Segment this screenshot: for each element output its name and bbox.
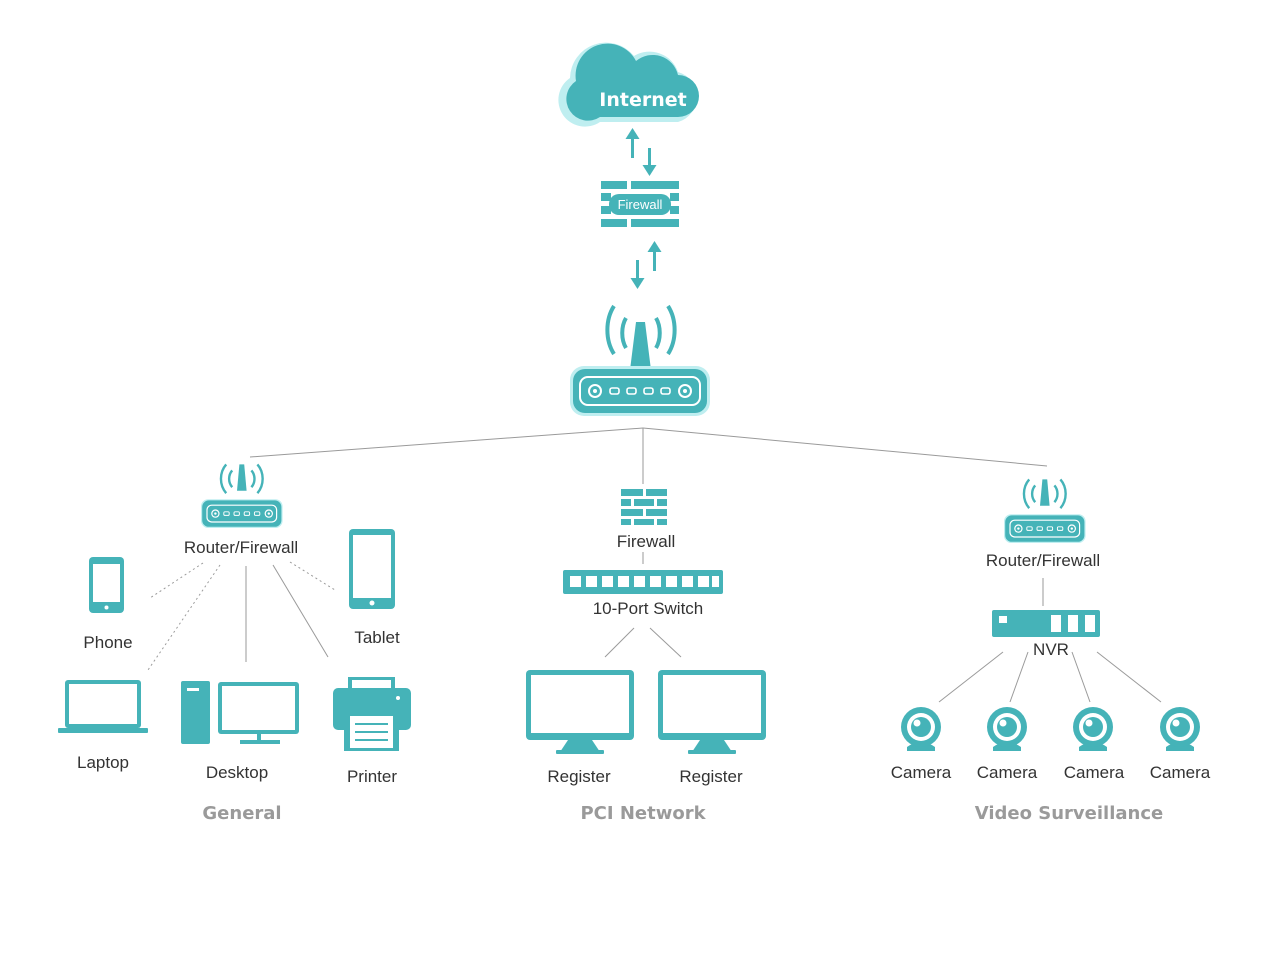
internet-cloud: Internet <box>558 42 699 127</box>
switch-label: 10-Port Switch <box>593 599 704 618</box>
arrows-firewall-router <box>630 241 662 289</box>
general-router-label: Router/Firewall <box>184 538 298 557</box>
switch-icon <box>563 570 723 594</box>
camera-4-icon <box>1160 707 1200 751</box>
general-links <box>147 561 336 671</box>
register-1-label: Register <box>547 767 611 786</box>
phone-label: Phone <box>83 633 132 652</box>
nvr-icon <box>992 610 1100 637</box>
internet-label: Internet <box>599 89 686 111</box>
video-router-label: Router/Firewall <box>986 551 1100 570</box>
arrows-internet-firewall <box>625 128 657 176</box>
printer-label: Printer <box>347 767 397 786</box>
camera-2-label: Camera <box>977 763 1038 782</box>
phone-icon <box>89 557 124 613</box>
general-router-icon <box>199 463 284 530</box>
tablet-label: Tablet <box>354 628 400 647</box>
camera-1-label: Camera <box>891 763 952 782</box>
pci-firewall-icon <box>621 489 667 525</box>
pci-segment-title: PCI Network <box>580 803 706 824</box>
nvr-label: NVR <box>1033 640 1069 659</box>
camera-1-icon <box>901 707 941 751</box>
register-2-icon <box>658 670 766 754</box>
printer-icon <box>333 677 411 751</box>
camera-4-label: Camera <box>1150 763 1211 782</box>
laptop-icon <box>58 680 148 733</box>
register-2-label: Register <box>679 767 743 786</box>
main-router-icon <box>570 304 710 416</box>
desktop-label: Desktop <box>206 763 268 782</box>
top-firewall-label: Firewall <box>618 197 663 212</box>
video-links <box>938 651 1162 703</box>
laptop-label: Laptop <box>77 753 129 772</box>
tablet-icon <box>349 529 395 609</box>
camera-2-icon <box>987 707 1027 751</box>
pci-links <box>604 627 682 658</box>
camera-3-icon <box>1073 707 1113 751</box>
video-router-icon <box>1002 478 1087 545</box>
register-1-icon <box>526 670 634 754</box>
trunk-lines <box>249 427 1048 484</box>
pci-firewall-label: Firewall <box>617 532 676 551</box>
video-segment-title: Video Surveillance <box>975 803 1163 824</box>
desktop-icon <box>181 681 299 744</box>
top-firewall: Firewall <box>601 181 679 227</box>
general-segment-title: General <box>202 803 281 824</box>
camera-3-label: Camera <box>1064 763 1125 782</box>
